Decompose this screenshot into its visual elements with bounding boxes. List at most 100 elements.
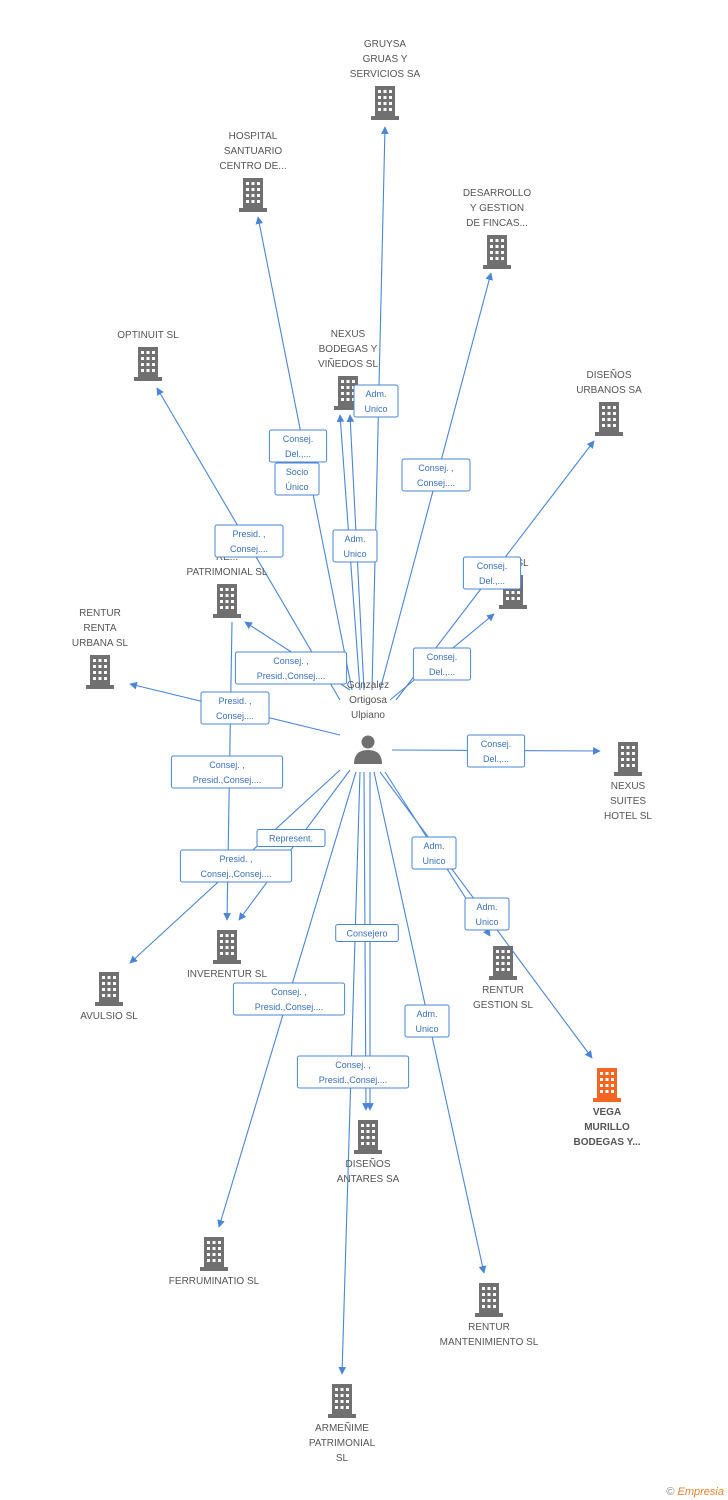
building-icon[interactable] [371,86,399,120]
edge-label-box[interactable] [462,556,522,590]
edge-label-text: Presid. , [219,854,252,864]
building-icon[interactable] [489,946,517,980]
edge-label-box[interactable] [256,829,326,847]
node-inverentur[interactable]: INVERENTUR SL [187,930,267,980]
center-label: Ortigosa [349,695,387,706]
building-icon[interactable] [95,972,123,1006]
edge-label-box[interactable] [268,429,328,463]
edge-label-text: Presid.,Consej.... [257,671,326,681]
edge-label-optinuit[interactable]: Presid. ,Consej.... [214,524,284,558]
edge-label-desarrollo[interactable]: Consej. ,Consej.... [401,458,471,492]
building-icon[interactable] [483,235,511,269]
node-ferruminatio[interactable]: FERRUMINATIO SL [169,1237,260,1287]
building-icon[interactable] [213,930,241,964]
edge-label-box[interactable] [466,734,526,768]
edge-label-text: Consej. , [209,760,245,770]
node-label: GRUYSA [364,39,407,50]
person-icon[interactable] [354,735,382,765]
node-label: AVULSIO SL [80,1011,138,1022]
edge-label-rentur_patrimonial[interactable]: Consej. ,Presid.,Consej.... [234,651,348,685]
edge-label-gruysa[interactable]: Adm.Unico [353,384,399,418]
edge-label-nexus_bodegas[interactable]: Adm.Unico [332,529,378,563]
building-icon[interactable] [475,1283,503,1317]
edge-label-box[interactable] [232,982,346,1016]
edge-label-box[interactable] [401,458,471,492]
node-label: SUITES [610,796,646,807]
edge-label-disenos_antares[interactable]: Consej. ,Presid.,Consej.... [296,1055,410,1089]
building-icon[interactable] [614,742,642,776]
edge-label-text: Consej. [427,652,458,662]
edge-label-text: Consej. , [271,987,307,997]
node-label: RENTUR [79,608,121,619]
edge-label-rentur_renta[interactable]: Presid. , Consej.... [200,691,270,725]
edge-label-box[interactable] [179,849,293,883]
building-icon[interactable] [239,178,267,212]
edge-label-text: Consej.,Consej.... [200,869,271,879]
edge-label-text: Unico [364,404,387,414]
node-label: URBANOS SA [576,385,642,396]
edge-label-ferruminatio[interactable]: Consej. ,Presid.,Consej.... [232,982,346,1016]
edge-label-box[interactable] [234,651,348,685]
node-label: VEGA [593,1107,621,1118]
building-icon[interactable] [354,1120,382,1154]
building-icon[interactable] [595,402,623,436]
edge-label-box[interactable] [296,1055,410,1089]
building-icon[interactable] [86,655,114,689]
building-icon[interactable] [328,1384,356,1418]
edge-label-box[interactable] [214,524,284,558]
node-label: HOTEL SL [604,811,652,822]
node-label: BODEGAS Y... [573,1137,640,1148]
edge-label-hidden_sl[interactable]: Consej.Del.,... [412,647,472,681]
building-icon[interactable] [134,347,162,381]
node-avulsio[interactable]: AVULSIO SL [80,972,138,1022]
edge-label-inverentur[interactable]: Consej. ,Presid.,Consej.... [170,755,284,789]
edge-label-hospital[interactable]: Consej.Del.,... [268,429,328,463]
edge-label-box[interactable] [464,897,510,931]
node-optinuit[interactable]: OPTINUIT SL [117,330,179,381]
brand-logo-text[interactable]: Empresia [677,1486,724,1498]
edge-label-disenos_urbanos[interactable]: Consej.Del.,... [462,556,522,590]
edge-label-vega_murillo[interactable]: Adm.Unico [464,897,510,931]
building-icon[interactable] [200,1237,228,1271]
edge-label-box[interactable] [404,1004,450,1038]
node-rentur_patrimonial[interactable]: RE...PATRIMONIAL SL [187,552,268,618]
center-label: Ulpiano [351,710,385,721]
edge-label-text: Presid. , [218,696,251,706]
edge-label-box[interactable] [412,647,472,681]
edge-label-box[interactable] [170,755,284,789]
edge-label-box[interactable] [332,529,378,563]
edge-label-nexus_suites[interactable]: Consej.Del.,... [466,734,526,768]
edge-label-rentur_mant[interactable]: Adm.Unico [404,1004,450,1038]
building-icon[interactable] [593,1068,621,1102]
building-icon[interactable] [213,584,241,618]
edge-label-text: Consej. , [418,463,454,473]
node-label: ANTARES SA [337,1174,400,1185]
edge-label-box[interactable] [411,836,457,870]
edge-label-box[interactable] [200,691,270,725]
edge-label-box[interactable] [274,462,320,496]
edge-label-box[interactable] [335,924,399,942]
edge-label-rentur_gestion[interactable]: Adm.Unico [411,836,457,870]
node-label: INVERENTUR SL [187,969,267,980]
edge-label-text: Consej.... [216,711,254,721]
edge-label-avulsio[interactable]: Presid. , Consej.,Consej.... [179,849,293,883]
edge-label-disenos_antares[interactable]: Consejero [335,924,399,942]
edge-label-inverentur[interactable]: Represent. [256,829,326,847]
edge-label-box[interactable] [353,384,399,418]
node-label: PATRIMONIAL SL [187,567,268,578]
